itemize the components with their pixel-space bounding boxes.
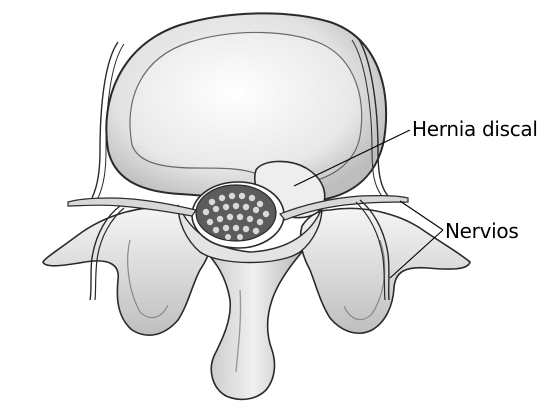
nucleus-pulposus (130, 32, 362, 184)
spinous-process (205, 249, 302, 399)
hernia-discal-label: Hernia discal (412, 119, 538, 139)
nervios-label: Nervios (445, 221, 518, 241)
